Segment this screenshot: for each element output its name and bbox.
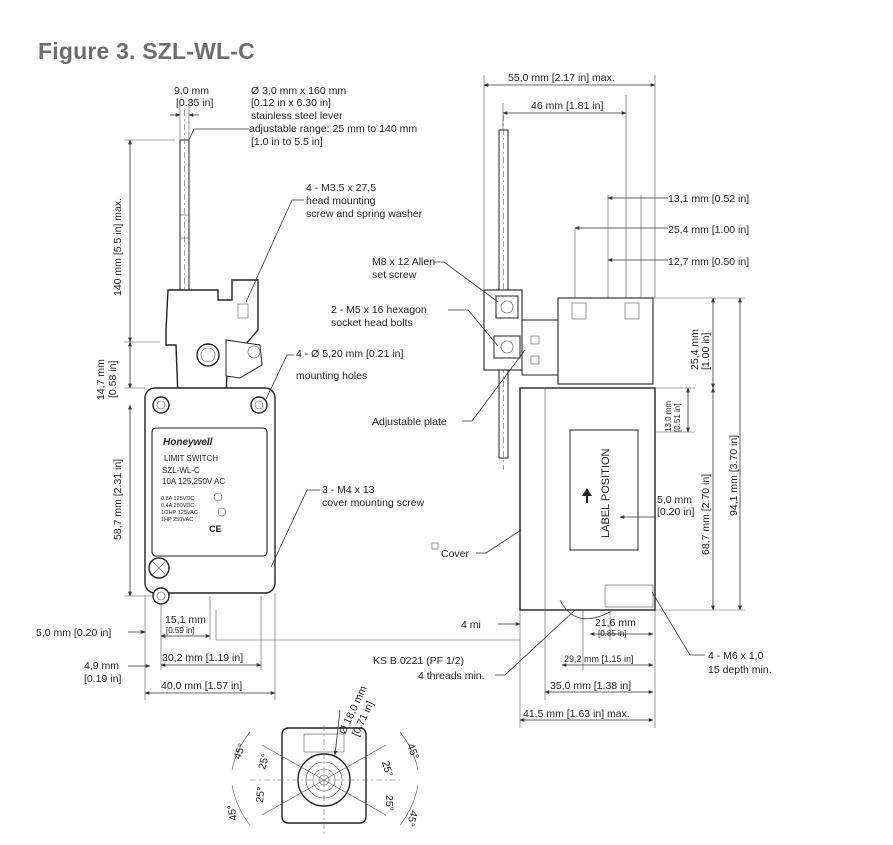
rating-4: 1HP 250VAC bbox=[161, 517, 193, 523]
lever-hub bbox=[196, 343, 220, 367]
label-line-2: SZL-WL-C bbox=[162, 466, 200, 475]
dim-140mm: 140 mm [5.5 in] max. bbox=[112, 198, 124, 296]
dim-58-7: 58,7 mm [2.31 in] bbox=[112, 459, 124, 540]
dim-4-9-in: [0.19 in] bbox=[84, 673, 121, 685]
m6-2: 15 depth min. bbox=[708, 664, 772, 676]
label-line-3: 10A 125,250V AC bbox=[162, 477, 225, 486]
dim-5mm-left: 5,0 mm [0.20 in] bbox=[36, 627, 111, 639]
rating-3: 1/2HP 125VAC bbox=[161, 510, 198, 516]
dim-13-0: 13,0 mm bbox=[664, 401, 673, 432]
dim-5mm-right-in: [0.20 in] bbox=[657, 506, 694, 518]
holes-1: 4 - Ø 5,20 mm [0.21 in] bbox=[296, 348, 403, 360]
label-line-1: LIMIT SWITCH bbox=[164, 454, 218, 463]
head-block bbox=[165, 279, 259, 399]
label-position-text: LABEL POSITION bbox=[600, 448, 612, 538]
dim-21-6-in: [0.85 in] bbox=[598, 629, 626, 638]
angle-45-tl: 45° bbox=[232, 742, 249, 761]
allen-1: M8 x 12 Allen bbox=[372, 256, 435, 268]
angle-25-bl: 25° bbox=[254, 786, 267, 803]
bottom-view: Ø 18,0 mm [0.71 in] 45° 25° 25° 45° 45° … bbox=[225, 684, 421, 835]
dim-25-4-v-in: [1.00 in] bbox=[700, 333, 712, 370]
ks-1: KS B 0221 (PF 1/2) bbox=[373, 655, 464, 667]
head-screw-1: 4 - M3.5 x 27,5 bbox=[306, 182, 376, 194]
rating-2: 0.4A 250VDC bbox=[161, 503, 194, 509]
dim-35: 35,0 mm [1.38 in] bbox=[550, 680, 631, 692]
dim-68-7: 68,7 mm [2.70 in] bbox=[700, 474, 712, 555]
figure-title: Figure 3. SZL-WL-C bbox=[38, 38, 255, 64]
holes-2: mounting holes bbox=[296, 370, 367, 382]
arrow-up-icon bbox=[582, 488, 592, 503]
ce-mark-icon: CE bbox=[209, 524, 222, 534]
dim-15-1-in: [0.59 in] bbox=[166, 626, 194, 635]
dim-94-1: 94,1 mm [3.70 in] bbox=[728, 435, 740, 516]
dim-29-2: 29,2 mm [1.15 in] bbox=[564, 654, 634, 664]
cover-screw-2: cover mounting screw bbox=[322, 497, 425, 509]
angle-25-br: 25° bbox=[383, 795, 395, 811]
lever-spec-1: Ø 3,0 mm x 160 mm bbox=[251, 85, 346, 97]
lever-spec-2: [0.12 in x 6.30 in] bbox=[251, 97, 331, 109]
lever-spec-3: stainless steel lever bbox=[251, 110, 343, 122]
dim-46mm: 46 mm [1.81 in] bbox=[531, 100, 603, 112]
lever-spec-5: [1.0 in to 5.5 in] bbox=[251, 136, 323, 148]
hex-2: socket head bolts bbox=[331, 317, 413, 329]
hex-bolt bbox=[493, 335, 521, 359]
allen-screw bbox=[495, 295, 519, 319]
rating-1: 0.8A 125VDC bbox=[161, 496, 194, 502]
m6-1: 4 - M6 x 1,0 bbox=[708, 650, 764, 662]
dim-12-7: 12,7 mm [0.50 in] bbox=[668, 256, 749, 268]
dim-15-1: 15,1 mm bbox=[165, 614, 206, 626]
mounting-hole-tl bbox=[152, 396, 170, 414]
dim-21-6: 21,6 mm bbox=[595, 617, 636, 629]
allen-2: set screw bbox=[372, 269, 417, 281]
dim-4min: 4 mi bbox=[461, 619, 481, 631]
mounting-hole-tr bbox=[250, 396, 268, 414]
angle-45-br: 45° bbox=[404, 809, 420, 827]
dim-13-1: 13,1 mm [0.52 in] bbox=[668, 193, 749, 205]
side-view: LABEL POSITION 55,0 mm [2.17 in] max. 46… bbox=[215, 72, 772, 728]
dim-9mm-in: [0.35 in] bbox=[176, 97, 213, 109]
adjustable-plate: Adjustable plate bbox=[372, 416, 447, 428]
cover-screw-1: 3 - M4 x 13 bbox=[322, 484, 375, 496]
dim-14-7: 14,7 mm bbox=[95, 359, 107, 400]
head-screw-2: head mounting bbox=[306, 195, 376, 207]
angle-25-tl: 25° bbox=[256, 752, 272, 770]
dim-40-0: 40,0 mm [1.57 in] bbox=[161, 680, 242, 692]
mounting-hole-bl bbox=[152, 587, 170, 605]
label-brand: Honeywell bbox=[163, 437, 213, 448]
dim-5mm-right: 5,0 mm bbox=[657, 494, 692, 506]
dim-4-9: 4,9 mm bbox=[84, 660, 119, 672]
front-view: Honeywell LIMIT SWITCH SZL-WL-C 10A 125,… bbox=[36, 85, 425, 700]
dim-25-4-h: 25,4 mm [1.00 in] bbox=[668, 224, 749, 236]
dim-9mm: 9,0 mm bbox=[174, 85, 209, 97]
head-screw-3: screw and spring washer bbox=[306, 208, 423, 220]
dim-41-5: 41,5 mm [1.63 in] max. bbox=[523, 708, 630, 720]
ks-2: 4 threads min. bbox=[418, 670, 485, 682]
dim-25-4-v: 25,4 mm bbox=[689, 329, 701, 370]
dim-55mm: 55,0 mm [2.17 in] max. bbox=[508, 72, 615, 84]
dim-14-7-in: [0.58 in] bbox=[107, 361, 119, 398]
angle-45-bl: 45° bbox=[225, 804, 240, 822]
label-position-area bbox=[569, 429, 639, 551]
hex-1: 2 - M5 x 16 hexagon bbox=[331, 304, 427, 316]
cover-label: Cover bbox=[441, 548, 470, 560]
dim-30-2: 30,2 mm [1.19 in] bbox=[162, 652, 243, 664]
cert-mark-icon bbox=[213, 492, 223, 502]
dim-13-0-in: [0.51 in] bbox=[673, 404, 682, 432]
label-plate bbox=[151, 427, 268, 557]
angle-45-tr: 45° bbox=[404, 742, 421, 761]
lever-spec-4: adjustable range: 25 mm to 140 mm bbox=[249, 123, 417, 135]
angle-25-tr: 25° bbox=[379, 760, 395, 778]
